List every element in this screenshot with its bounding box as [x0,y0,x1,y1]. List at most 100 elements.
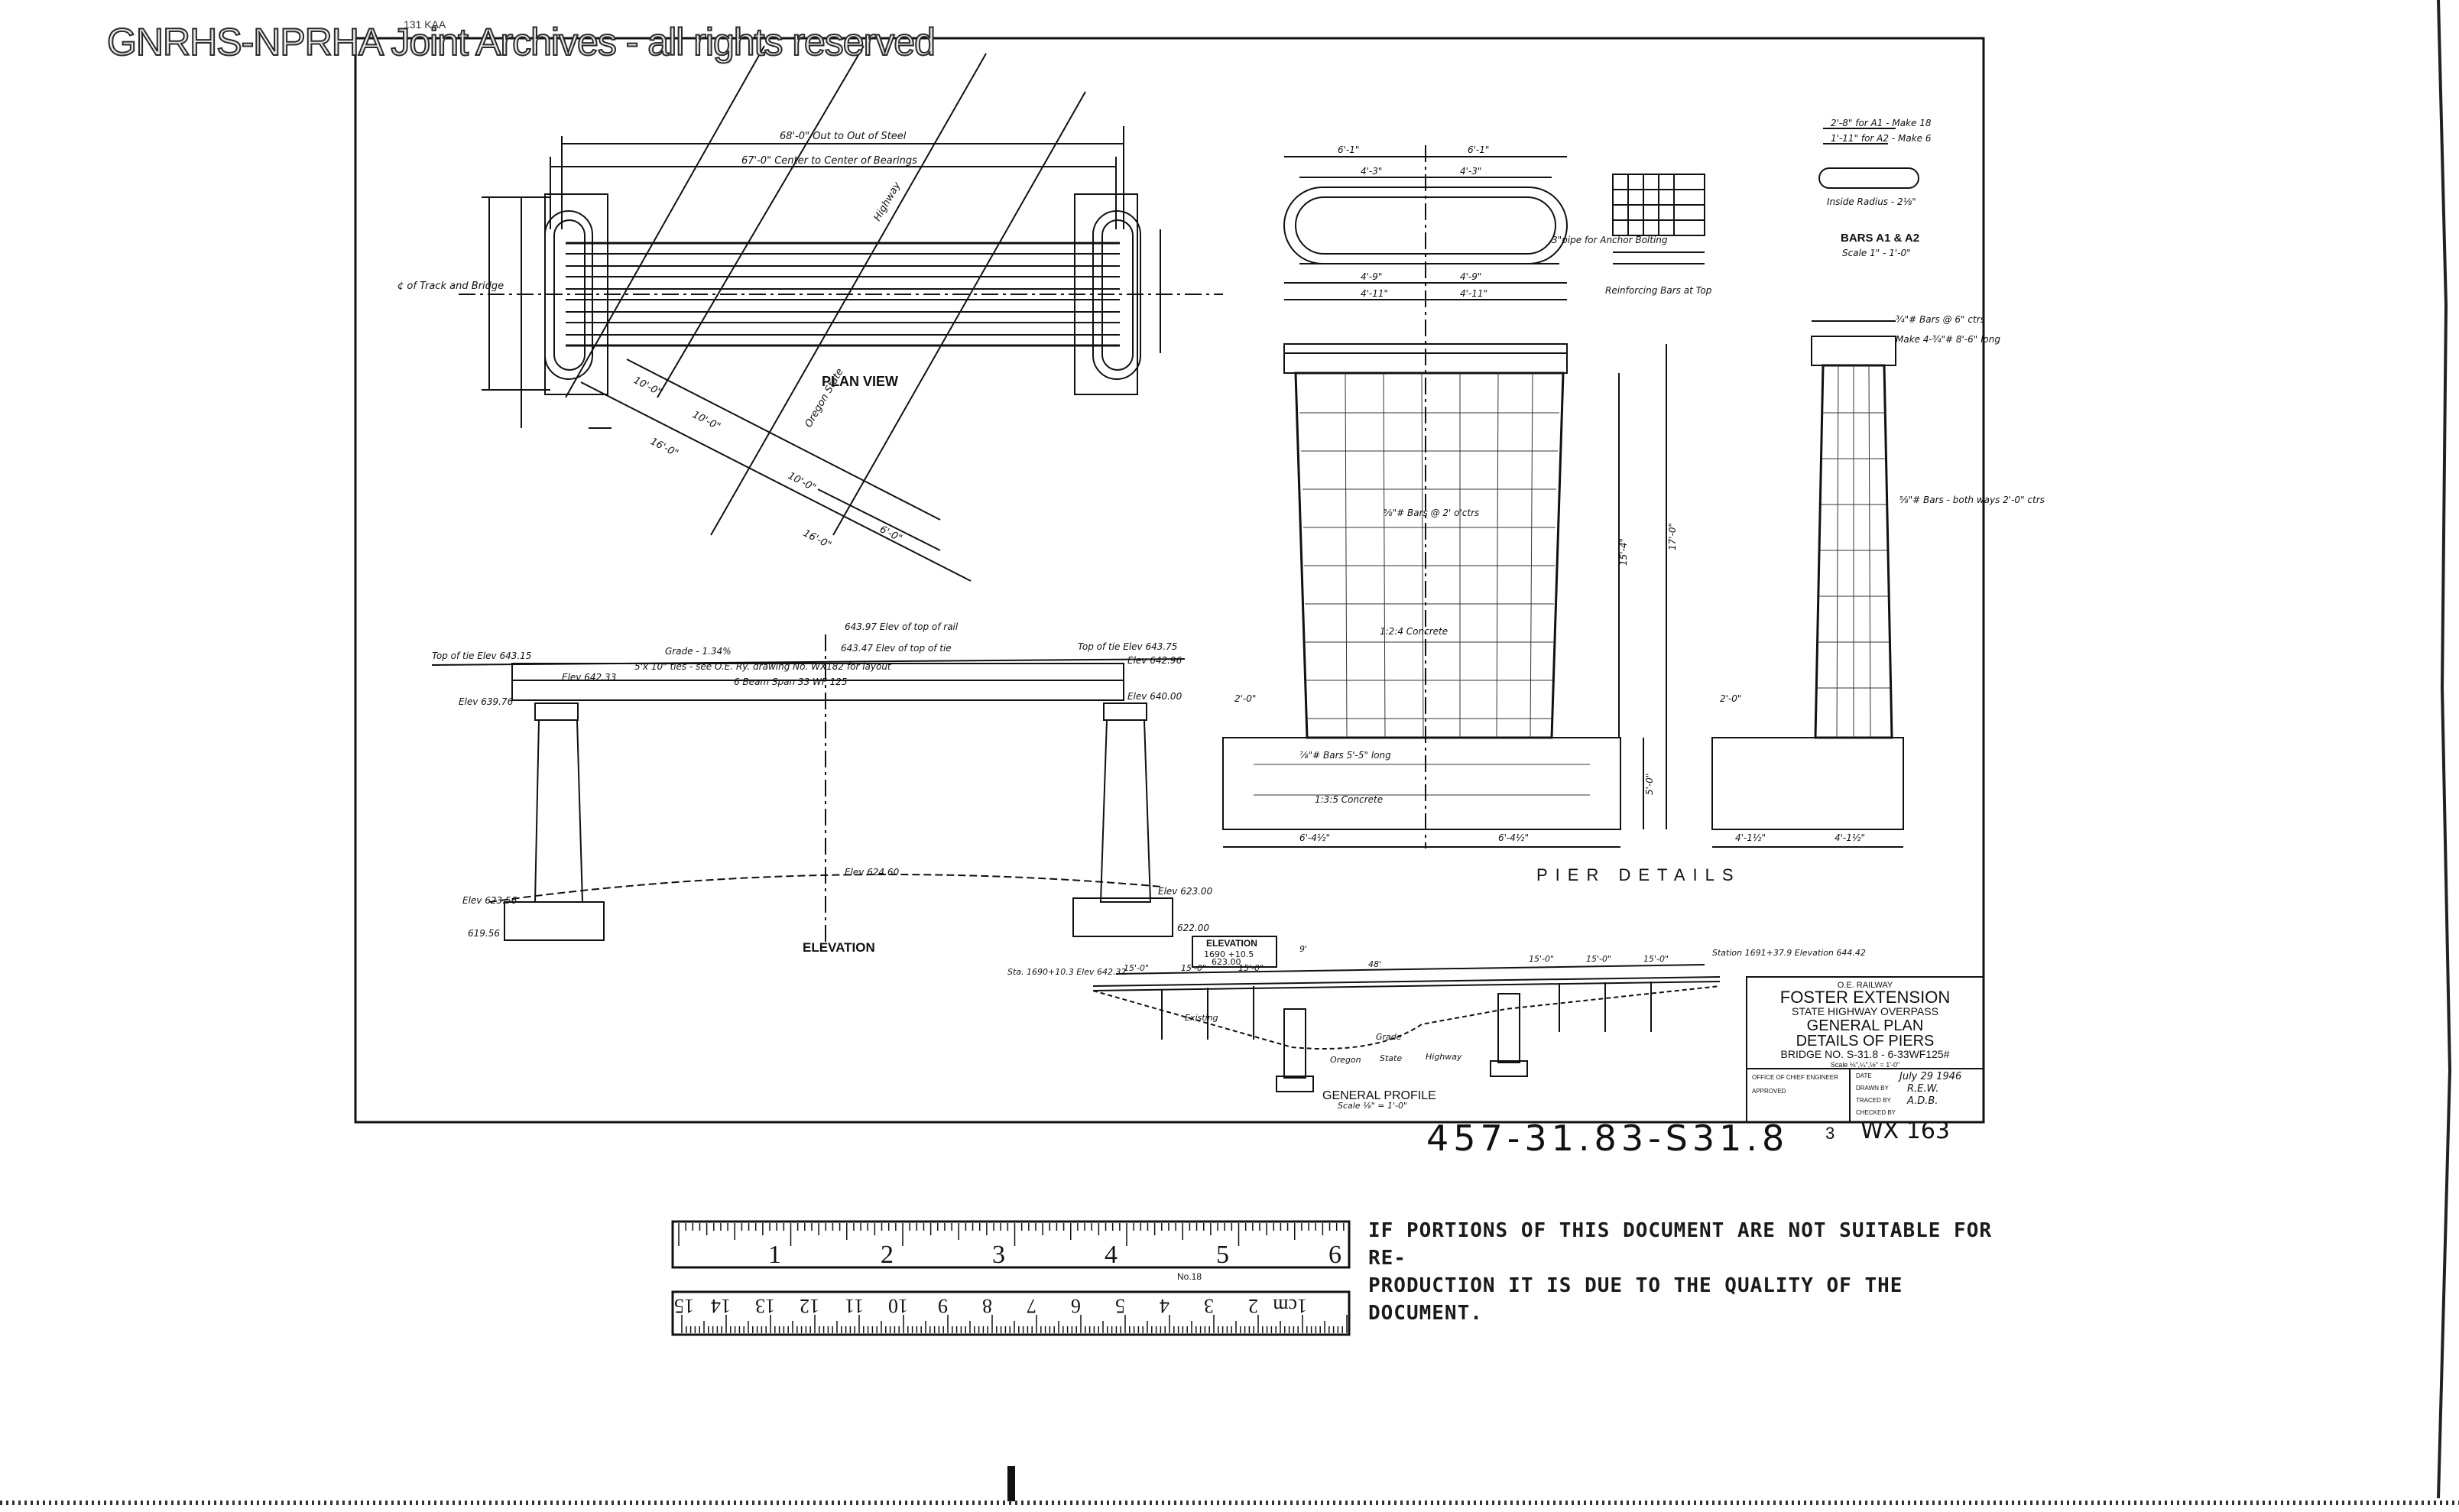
elev-right-top: Elev 642.96 [1127,655,1182,666]
stamp-number: 131 KAA [404,18,446,31]
pier-dim-top-2: 4'-3" [1361,166,1382,177]
plan-view-text: 68'-0" Out to Out of Steel 67'-0" Center… [397,131,917,551]
plan-dim-1: 10'-0" [690,409,722,433]
document-number: 457-31.83-S31.8 [1426,1118,1789,1159]
pier-bar-note-2: 1'-11" for A2 - Make 6 [1831,133,1932,144]
tb-drawn: R.E.W. [1907,1083,1938,1095]
tb-date-label: DATE [1856,1072,1872,1079]
elevation-title: ELEVATION [803,940,875,955]
profile-station-right: Station 1691+37.9 Elevation 644.42 [1712,948,1866,958]
elevation-view [431,634,1186,948]
pier-dim-base-0: 6'-4½" [1299,832,1330,843]
pier-dim-top-0: 6'-1" [1338,144,1359,155]
pier-dim-mid-2: 4'-11" [1361,288,1388,299]
plan-dim-0: 10'-0" [631,375,663,398]
cm-10: 10 [888,1295,908,1317]
tb-line2: STATE HIGHWAY OVERPASS [1792,1005,1938,1017]
inch-4: 4 [1105,1241,1118,1269]
profile-existing: Existing [1185,1013,1218,1023]
pier-dim-mid-1: 4'-9" [1460,271,1481,282]
profile-dim-4: 48' [1368,959,1381,969]
pier-note-bars-long: ⅞"# Bars 5'-5" long [1299,750,1391,761]
tb-traced: A.D.B. [1906,1095,1938,1107]
plan-dim-4: 16'-0" [801,527,833,551]
profile-station-left: Sta. 1690+10.3 Elev 642.32 [1007,967,1127,977]
elevation-text: Grade - 1.34% Top of tie Elev 643.15 Top… [432,621,1213,939]
title-block-text: O.E. RAILWAY FOSTER EXTENSION STATE HIGH… [1780,981,1950,1069]
profile-dim-1: 15'-0" [1181,963,1206,973]
pier-bar-note-1: 2'-8" for A1 - Make 18 [1831,118,1932,128]
tb-checked-label: CHECKED BY [1856,1109,1896,1116]
elev-624: Elev 624.60 [845,867,900,878]
pier-dim-2-0b: 2'-0" [1720,693,1741,704]
pier-height-5: 5'-0" [1644,774,1655,795]
cm-14: 14 [711,1295,731,1317]
inch-ruler: 1 2 3 4 5 6 No.18 [671,1220,1351,1282]
tb-office: OFFICE OF CHIEF ENGINEER [1752,1074,1838,1081]
plan-dim-2: 10'-0" [786,470,818,494]
elev-642: Elev 642.33 [562,672,616,683]
general-profile-title: GENERAL PROFILE [1322,1089,1436,1102]
pier-height-15: 15'-4" [1618,538,1629,566]
cm-12: 12 [800,1295,819,1317]
sheet-border [354,37,1985,1124]
pier-dim-mid-0: 4'-9" [1361,271,1382,282]
pier-note-bars-top: ¾"# Bars @ 6" ctrs [1896,314,1985,325]
elev-619: 619.56 [468,928,500,939]
cm-8: 8 [982,1295,992,1317]
tb-line1: FOSTER EXTENSION [1780,988,1950,1007]
scan-right-edge [2437,0,2452,1499]
title-block-values: July 29 1946 R.E.W. A.D.B. [1897,1071,1961,1107]
scan-mark [1007,1466,1015,1501]
pier-side-dim-0: 4'-1½" [1735,832,1766,843]
sheet-small-number: 3 [1825,1124,1835,1143]
inch-5: 5 [1216,1241,1229,1269]
elev-beam-note: 6 Beam Span 33 WF 125 [734,677,848,687]
cm-15: 15 [674,1295,694,1317]
cm-3: 3 [1204,1295,1214,1317]
tb-line3: GENERAL PLAN [1807,1017,1924,1034]
profile-elevation-box-line-1: 623.00 [1212,957,1241,967]
elev-rail: 643.97 Elev of top of rail [845,621,959,632]
elev-640: Elev 640.00 [1127,691,1182,702]
pier-bars-a-scale: Scale 1" - 1'-0" [1842,248,1911,258]
plan-dim-3: 16'-0" [648,436,680,459]
elev-622: 622.00 [1177,923,1209,933]
plan-highway-label: Highway [871,180,903,223]
tb-scale: Scale ⅛",¼",½" = 1'-0" [1831,1061,1899,1069]
cm-9: 9 [938,1295,948,1317]
inch-2: 2 [881,1241,894,1269]
plan-centerline-label: ¢ of Track and Bridge [397,281,504,292]
elev-tie: 643.47 Elev of top of tie [841,643,952,654]
title-block-signoff: OFFICE OF CHIEF ENGINEER APPROVED DATE D… [1752,1072,1896,1116]
elev-623: Elev 623.00 [1158,886,1213,897]
notice-line-1: IF PORTIONS OF THIS DOCUMENT ARE NOT SUI… [1368,1219,1993,1270]
pier-text: 6'-1" 6'-1" 4'-3" 4'-3" 4'-9" 4'-9" 4'-1… [1234,118,2045,843]
profile-elevation-box-line-0: 1690 +10.5 [1204,949,1254,959]
cm-11: 11 [845,1295,864,1317]
cm-7: 7 [1027,1295,1036,1317]
pier-front [1222,145,1705,848]
cm-4: 4 [1160,1295,1169,1317]
cm-2: 2 [1248,1295,1258,1317]
elev-bearing: Elev 639.76 [459,696,514,707]
tb-line4: DETAILS OF PIERS [1796,1033,1935,1050]
profile-dim-7: 15'-0" [1643,954,1669,964]
pier-details-title: PIER DETAILS [1536,865,1741,884]
pier-side-dim-1: 4'-1½" [1835,832,1865,843]
plan-view-title: PLAN VIEW [822,374,898,389]
plan-dim-center-bearings: 67'-0" Center to Center of Bearings [741,155,917,167]
elev-drawing-note: 5'x 10" ties - see O.E. Ry. drawing No. … [634,661,892,672]
elev-grade: Grade - 1.34% [665,646,732,657]
pier-dim-base-1: 6'-4½" [1498,832,1529,843]
pier-reinforcing-label: Reinforcing Bars at Top [1605,285,1712,296]
inch-1: 1 [768,1241,781,1269]
profile-dim-2: 15'-0" [1238,963,1264,973]
cm-6: 6 [1071,1295,1081,1317]
profile-text: Sta. 1690+10.3 Elev 642.32 Station 1691+… [1007,944,1866,1111]
profile-dim-0: 15'-0" [1124,963,1149,973]
cm-13: 13 [755,1295,775,1317]
inch-3: 3 [992,1241,1005,1269]
elev-left: Elev 623.56 [462,895,517,906]
